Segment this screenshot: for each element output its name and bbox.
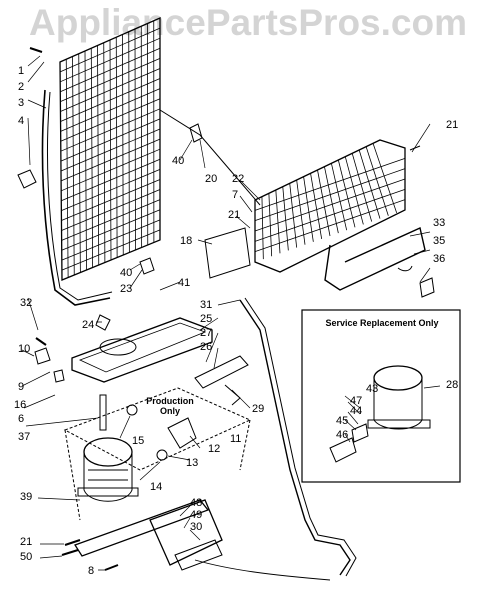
callout-label: 21 (20, 536, 32, 548)
production-only-label: Production Only (140, 396, 200, 416)
process-tube (239, 299, 351, 576)
callout-label: 24 (82, 319, 94, 331)
callout-label: 10 (18, 343, 30, 355)
callout-label: 27 (200, 327, 212, 339)
heater-terminal (419, 277, 435, 298)
callout-label: 1 (18, 65, 24, 77)
base-rails (74, 499, 223, 571)
condenser-coil (41, 17, 161, 306)
drain-tube (194, 355, 249, 389)
overload (156, 449, 168, 461)
production-label-line2: Only (159, 406, 180, 416)
callout-label: 28 (446, 379, 458, 391)
evaporator-coil (254, 139, 406, 273)
compressor-mounting-plate (63, 387, 252, 521)
callout-label: 12 (208, 443, 220, 455)
callout-label: 50 (20, 551, 32, 563)
callout-label: 35 (433, 235, 445, 247)
callout-label: 7 (232, 189, 238, 201)
callout-label: 36 (433, 253, 445, 265)
callout-label: 26 (200, 341, 212, 353)
heater-loop (324, 227, 426, 291)
callout-label: 46 (336, 429, 348, 441)
capacitor (126, 404, 138, 416)
production-label-line1: Production (146, 396, 194, 406)
callout-label: 32 (20, 297, 32, 309)
callout-label: 15 (132, 435, 144, 447)
callout-label: 11 (230, 433, 241, 445)
callout-label: 33 (433, 217, 445, 229)
callout-label: 44 (350, 405, 362, 417)
upper-tube (159, 109, 261, 206)
callout-label: 40 (120, 267, 132, 279)
callout-label: 8 (88, 565, 94, 577)
callout-label: 9 (18, 381, 24, 393)
compressor-production (77, 437, 139, 502)
callout-label: 22 (232, 173, 244, 185)
heater-clip (397, 265, 413, 272)
callout-label: 21 (228, 209, 240, 221)
callout-label: 39 (20, 491, 32, 503)
callout-label: 30 (190, 521, 202, 533)
callout-label: 48 (190, 497, 202, 509)
callout-label: 31 (200, 299, 212, 311)
callout-label: 2 (18, 81, 24, 93)
callout-label: 4 (18, 115, 24, 127)
callout-label: 13 (186, 457, 198, 469)
callout-label: 43 (366, 383, 378, 395)
callout-label: 21 (446, 119, 458, 131)
callout-label: 25 (200, 313, 212, 325)
service-replacement-title: Service Replacement Only (325, 318, 439, 328)
callout-label: 14 (150, 481, 162, 493)
callout-label: 6 (18, 413, 24, 425)
callout-label: 47 (350, 395, 362, 407)
callout-label: 18 (180, 235, 192, 247)
service-replacement-box (301, 309, 461, 483)
callout-label: 23 (120, 283, 132, 295)
callout-label: 16 (14, 399, 26, 411)
callout-label: 40 (172, 155, 184, 167)
callout-label: 49 (190, 509, 202, 521)
callout-label: 20 (205, 173, 217, 185)
callout-label: 3 (18, 97, 24, 109)
callout-label: 45 (336, 415, 348, 427)
compressor-service (329, 365, 431, 463)
evaporator-bracket (204, 227, 251, 279)
watermark-text: AppliancePartsPros.com (29, 2, 467, 43)
callout-label: 37 (18, 431, 30, 443)
callout-label: 29 (252, 403, 264, 415)
callout-label: 41 (178, 277, 190, 289)
drain-pan (71, 317, 213, 383)
relay (167, 417, 197, 449)
